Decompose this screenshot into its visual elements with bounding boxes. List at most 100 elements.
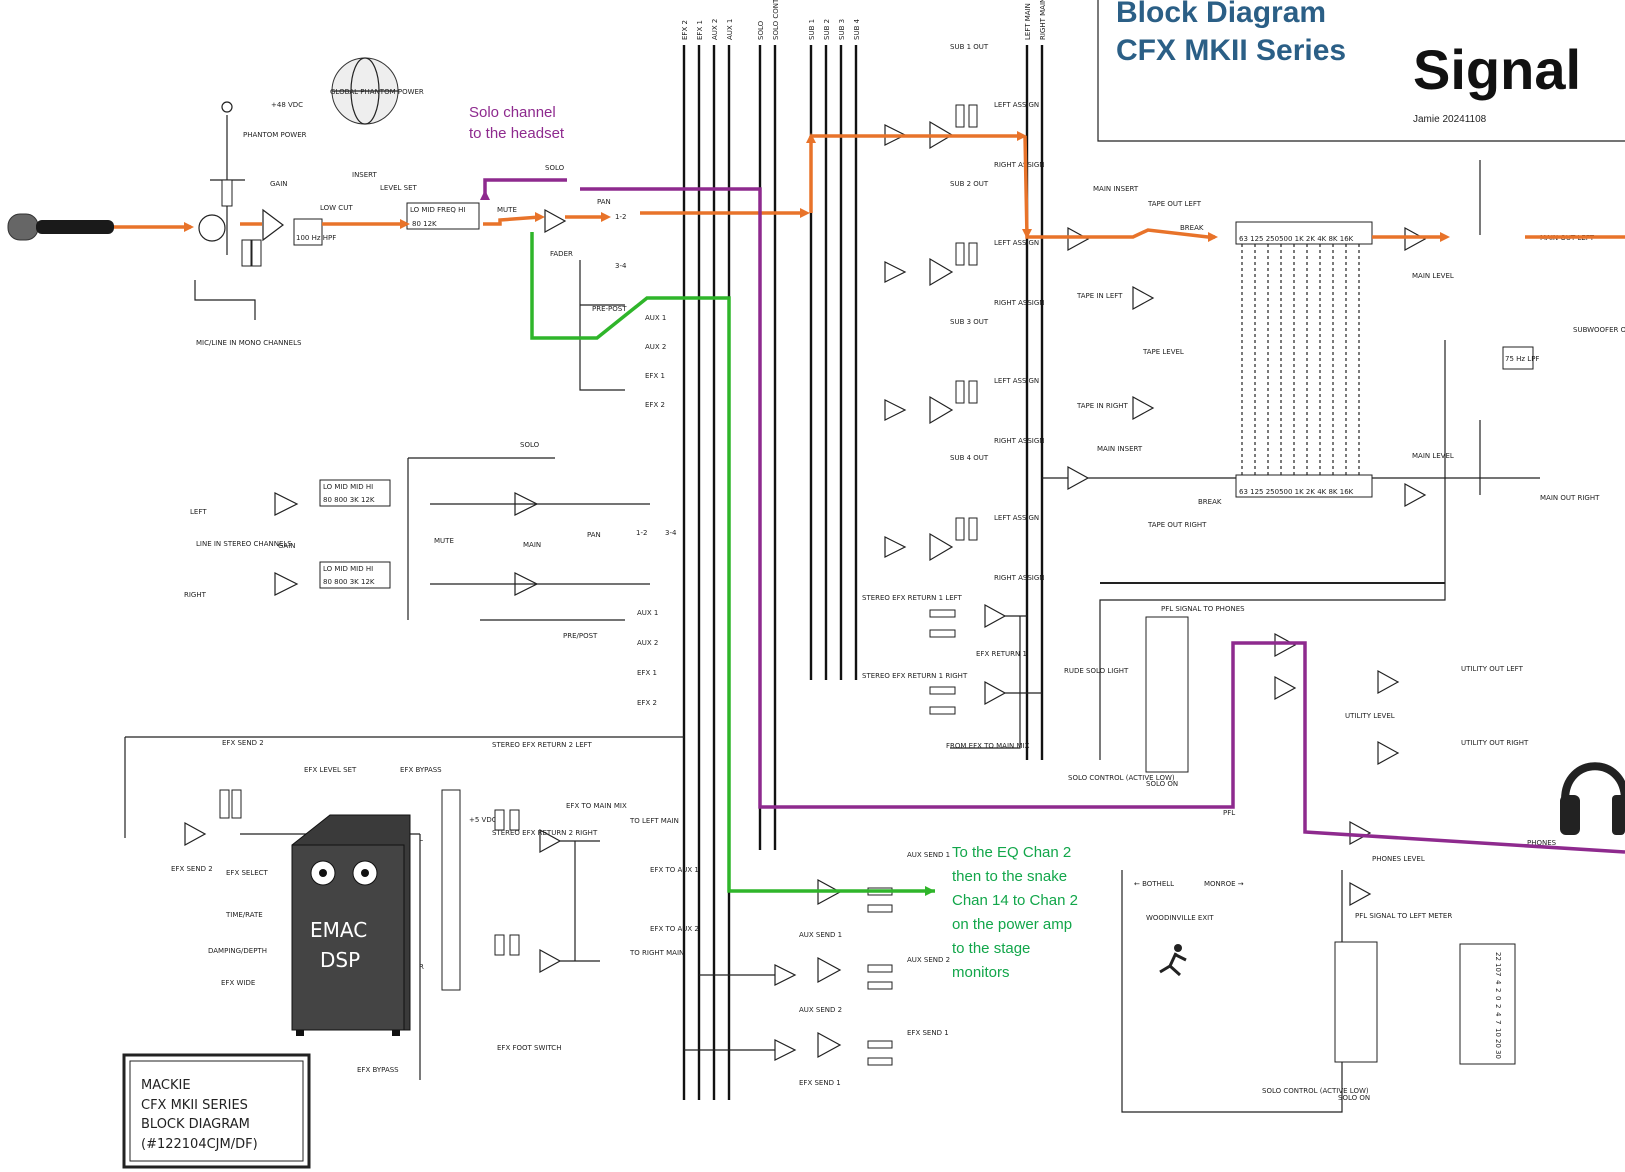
utility-level-label: UTILITY LEVEL: [1345, 712, 1395, 720]
fader-label: FADER: [550, 250, 573, 258]
sub3-out: SUB 3 OUT: [950, 318, 989, 326]
bus-label-aux2: AUX 2: [711, 19, 719, 40]
running-man-icon: [1159, 944, 1187, 977]
eq-annotation-line5: to the stage: [952, 940, 1030, 957]
svg-text:10: 10: [1494, 963, 1502, 972]
stereo-right-label: RIGHT: [184, 591, 207, 599]
mackie-line4: (#122104CJM/DF): [141, 1137, 258, 1152]
bus-label-aux1: AUX 1: [726, 19, 734, 40]
bus-label-left-main: LEFT MAIN: [1024, 3, 1032, 40]
solo-annotation-line1: Solo channel: [469, 104, 556, 121]
mono-eq-header: LO MID FREQ HI: [410, 206, 465, 214]
pan-label: PAN: [597, 198, 611, 206]
sub2-out: SUB 2 OUT: [950, 180, 989, 188]
stereo-send-aux1: AUX 1: [637, 609, 658, 617]
global-phantom-label: GLOBAL PHANTOM POWER: [330, 88, 424, 96]
main-level-top: MAIN LEVEL: [1412, 272, 1454, 280]
efx-r-label: R: [419, 963, 424, 971]
sub3-right-assign: RIGHT ASSIGN: [994, 437, 1045, 445]
bus-label-sub3: SUB 3: [838, 19, 846, 40]
svg-text:4: 4: [1494, 1012, 1502, 1017]
eq-annotation-line6: monitors: [952, 964, 1010, 981]
bus-label-solo-control: SOLO CONTROL: [772, 0, 780, 40]
vdc48-label: +48 VDC: [271, 101, 303, 109]
svg-text:30: 30: [1494, 1050, 1502, 1059]
utility-left-label: UTILITY OUT LEFT: [1461, 665, 1524, 673]
bus-label-sub1: SUB 1: [808, 19, 816, 40]
solo-annotation: Solo channel to the headset: [469, 104, 565, 142]
mackie-line2: CFX MKII SERIES: [141, 1098, 248, 1113]
aux-send2-out-label: AUX SEND 2: [907, 956, 950, 964]
main-insert-bottom: MAIN INSERT: [1097, 445, 1143, 453]
purple-solo-path: [480, 178, 1625, 854]
stereo-channel: SOLO LEFT RIGHT LINE IN STEREO CHANNELS …: [184, 441, 677, 707]
bus-label-solo: SOLO: [757, 20, 765, 40]
sub4-left-assign: LEFT ASSIGN: [994, 514, 1039, 522]
mono-solo-label: SOLO: [545, 164, 565, 172]
break-bottom: BREAK: [1198, 498, 1222, 506]
sub2-left-assign: LEFT ASSIGN: [994, 239, 1039, 247]
title-line1: Block Diagram: [1116, 0, 1326, 29]
dsp-line2: DSP: [320, 948, 360, 972]
solo-control-bottom: SOLO CONTROL (ACTIVE LOW): [1262, 1087, 1369, 1095]
break-top: BREAK: [1180, 224, 1204, 232]
efx-to-right-main-label: TO RIGHT MAIN: [629, 949, 684, 957]
svg-text:0: 0: [1494, 996, 1502, 1000]
mackie-label-box: MACKIE CFX MKII SERIES BLOCK DIAGRAM (#1…: [122, 1053, 311, 1169]
solo-on-bottom: SOLO ON: [1338, 1094, 1370, 1102]
efx-send1-label: EFX SEND 1: [799, 1079, 841, 1087]
bus-34-label: 3-4: [615, 262, 627, 270]
mackie-line1: MACKIE: [141, 1078, 191, 1093]
stereo-pre-post: PRE/POST: [563, 632, 598, 640]
woodinville-label: WOODINVILLE EXIT: [1146, 914, 1214, 922]
svg-text:22: 22: [1494, 952, 1502, 961]
efx-return1-label: EFX RETURN 1: [976, 650, 1027, 658]
tape-in-left-label: TAPE IN LEFT: [1076, 292, 1123, 300]
signal-heading: Signal: [1413, 38, 1581, 101]
phones-label: PHONES: [1527, 839, 1557, 847]
mono-channel: +48 VDC PHANTOM POWER GLOBAL PHANTOM POW…: [194, 57, 666, 409]
stereo-eq-freqs-top: 80 800 3K 12K: [323, 496, 375, 504]
bus-label-efx1: EFX 1: [696, 20, 704, 40]
tape-in-right-label: TAPE IN RIGHT: [1076, 402, 1129, 410]
efx-level-set-label: EFX LEVEL SET: [304, 766, 357, 774]
efx-l-label: L: [419, 835, 423, 843]
eq-annotation-line2: then to the snake: [952, 868, 1067, 885]
efx-to-aux1-label: EFX TO AUX 1: [650, 866, 699, 874]
sub1-out: SUB 1 OUT: [950, 43, 989, 51]
efx-wide-label: EFX WIDE: [221, 979, 255, 987]
svg-text:7: 7: [1494, 1020, 1502, 1024]
emac-dsp-icon: EMAC DSP: [291, 814, 411, 1036]
microphone-icon: [7, 213, 114, 241]
insert-label: INSERT: [352, 171, 378, 179]
stereo-gain-label: GAIN: [278, 542, 296, 550]
efx-send1-out-label: EFX SEND 1: [907, 1029, 949, 1037]
sub1-right-assign: RIGHT ASSIGN: [994, 161, 1045, 169]
pfl-phones-label: PFL SIGNAL TO PHONES: [1161, 605, 1245, 613]
title-line2: CFX MKII Series: [1116, 34, 1346, 67]
svg-text:20: 20: [1494, 1039, 1502, 1048]
efx-bypass2-label: EFX BYPASS: [357, 1066, 399, 1074]
stereo-main-label: MAIN: [523, 541, 541, 549]
efx-section: EFX SEND 2 EFX LEVEL SET EFX BYPASS STER…: [124, 736, 699, 1080]
globe-icon: GLOBAL PHANTOM POWER: [330, 57, 424, 125]
mono-send-efx1: EFX 1: [645, 372, 665, 380]
svg-text:4: 4: [1494, 980, 1502, 985]
utility-right-label: UTILITY OUT RIGHT: [1461, 739, 1529, 747]
efx-return1-left: STEREO EFX RETURN 1 LEFT: [862, 594, 963, 602]
svg-text:2: 2: [1494, 988, 1502, 992]
mute-label: MUTE: [497, 206, 517, 214]
efx-to-left-main-label: TO LEFT MAIN: [629, 817, 679, 825]
sub-section: SUB 1 OUT SUB 2 OUT SUB 3 OUT SUB 4 OUT …: [862, 43, 1045, 750]
stereo-send-efx2: EFX 2: [637, 699, 657, 707]
solo-annotation-line2: to the headset: [469, 125, 565, 142]
mono-eq-freqs: 80 12K: [412, 220, 437, 228]
bus-label-right-main: RIGHT MAIN: [1039, 0, 1047, 40]
efx-to-aux2-label: EFX TO AUX 2: [650, 925, 699, 933]
stereo-return2-left-label: STEREO EFX RETURN 2 LEFT: [492, 741, 593, 749]
stereo-mute-label: MUTE: [434, 537, 454, 545]
tape-out-right-label: TAPE OUT RIGHT: [1147, 521, 1207, 529]
efx-vdc5-label: +5 VDC: [469, 816, 497, 824]
efx-select-label: EFX SELECT: [226, 869, 269, 877]
stereo-eq-header-top: LO MID MID HI: [323, 483, 373, 491]
